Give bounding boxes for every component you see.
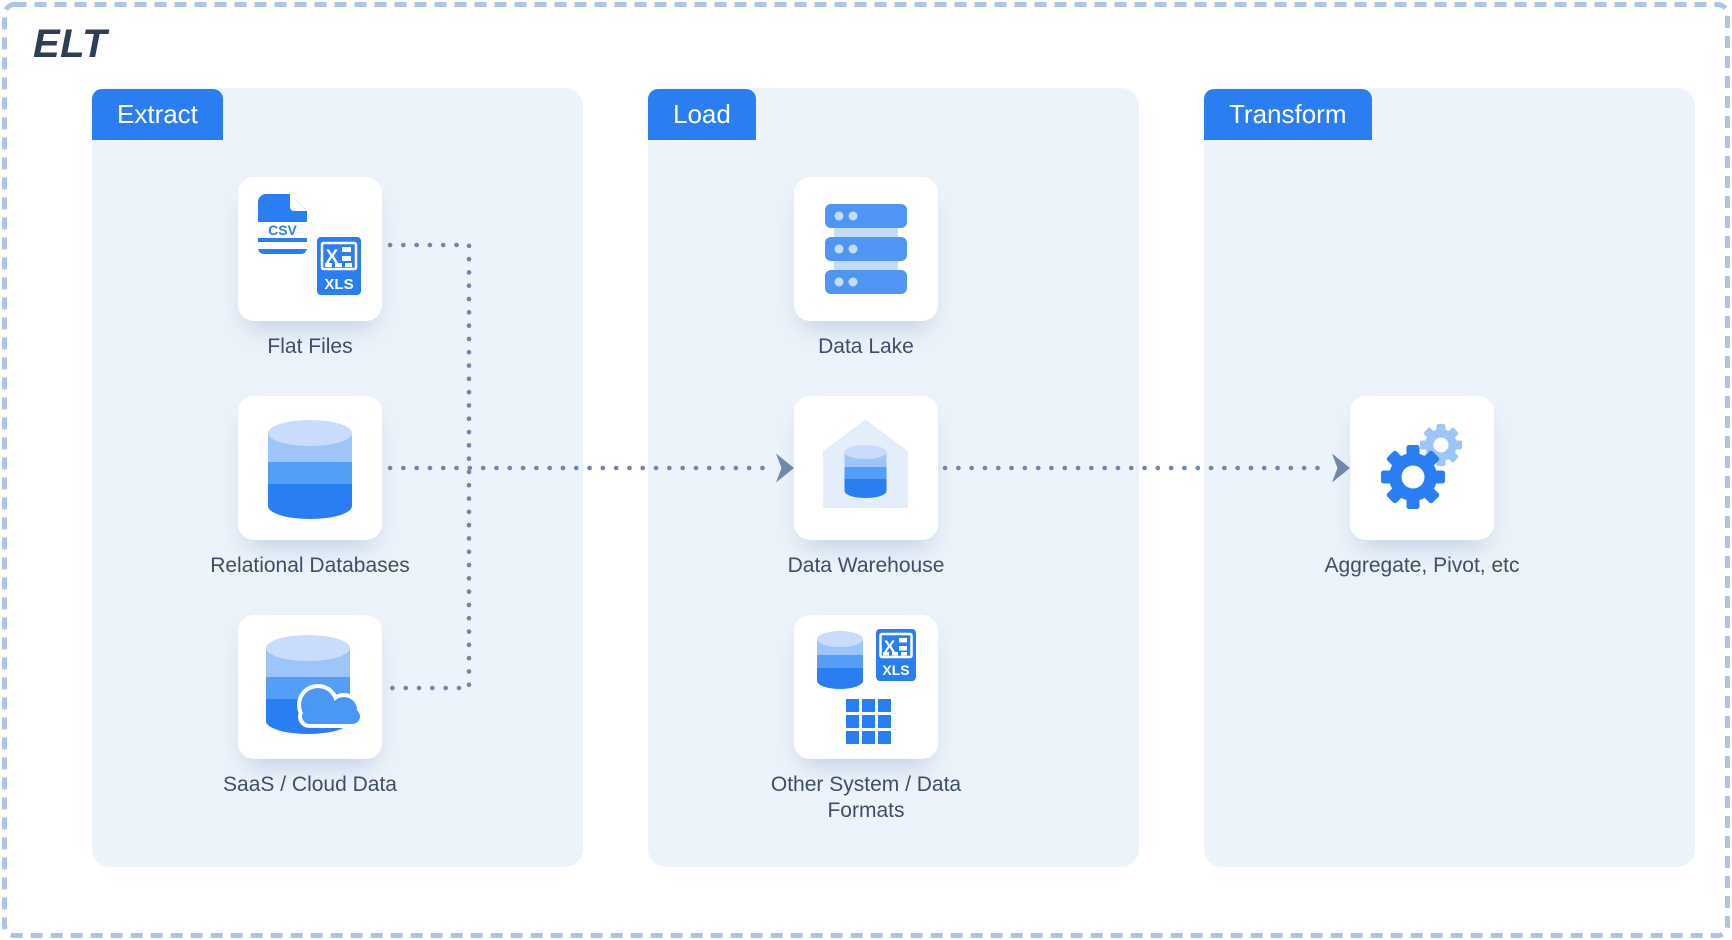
item-label-aggregate-pivot: Aggregate, Pivot, etc (1324, 554, 1520, 577)
cloud-icon (297, 684, 364, 728)
database-icon (268, 420, 352, 519)
tab-extract: Extract (92, 89, 223, 140)
page-title: ELT (33, 22, 108, 66)
grid-icon (846, 699, 891, 744)
card-other-formats: X XLS (794, 615, 938, 759)
large-gear-icon (1381, 445, 1445, 509)
panel-extract: Extract CSV X (92, 88, 583, 867)
tab-load: Load (648, 89, 756, 140)
card-saas-cloud (238, 615, 382, 759)
xls-text: XLS (882, 662, 909, 678)
item-label-data-warehouse: Data Warehouse (787, 554, 945, 577)
server-stack-icon (825, 204, 907, 294)
card-aggregate-pivot (1350, 396, 1494, 540)
small-database-icon (817, 631, 863, 689)
item-label-relational-databases: Relational Databases (210, 554, 410, 577)
mixed-formats-icon: X XLS (817, 629, 916, 744)
tab-transform: Transform (1204, 89, 1372, 140)
panel-load: Load Data Lake (648, 88, 1139, 867)
item-label-other-formats: Other System / Data Formats (770, 773, 962, 822)
card-relational-databases (238, 396, 382, 540)
card-data-warehouse (794, 396, 938, 540)
xls-file-icon: X XLS (876, 629, 916, 681)
xls-file-icon: X XLS (317, 237, 361, 295)
csv-xls-files-icon: CSV X XLS (258, 194, 361, 295)
item-label-data-lake: Data Lake (818, 335, 914, 358)
csv-text: CSV (268, 222, 297, 238)
cloud-database-icon (266, 635, 364, 734)
item-label-flat-files: Flat Files (267, 335, 353, 358)
card-data-lake (794, 177, 938, 321)
warehouse-icon (823, 420, 908, 508)
card-flat-files: CSV X XLS (238, 177, 382, 321)
xls-text: XLS (324, 276, 353, 293)
panel-transform: Transform (1204, 88, 1695, 867)
item-label-saas-cloud: SaaS / Cloud Data (223, 773, 397, 796)
gears-icon (1381, 424, 1462, 509)
